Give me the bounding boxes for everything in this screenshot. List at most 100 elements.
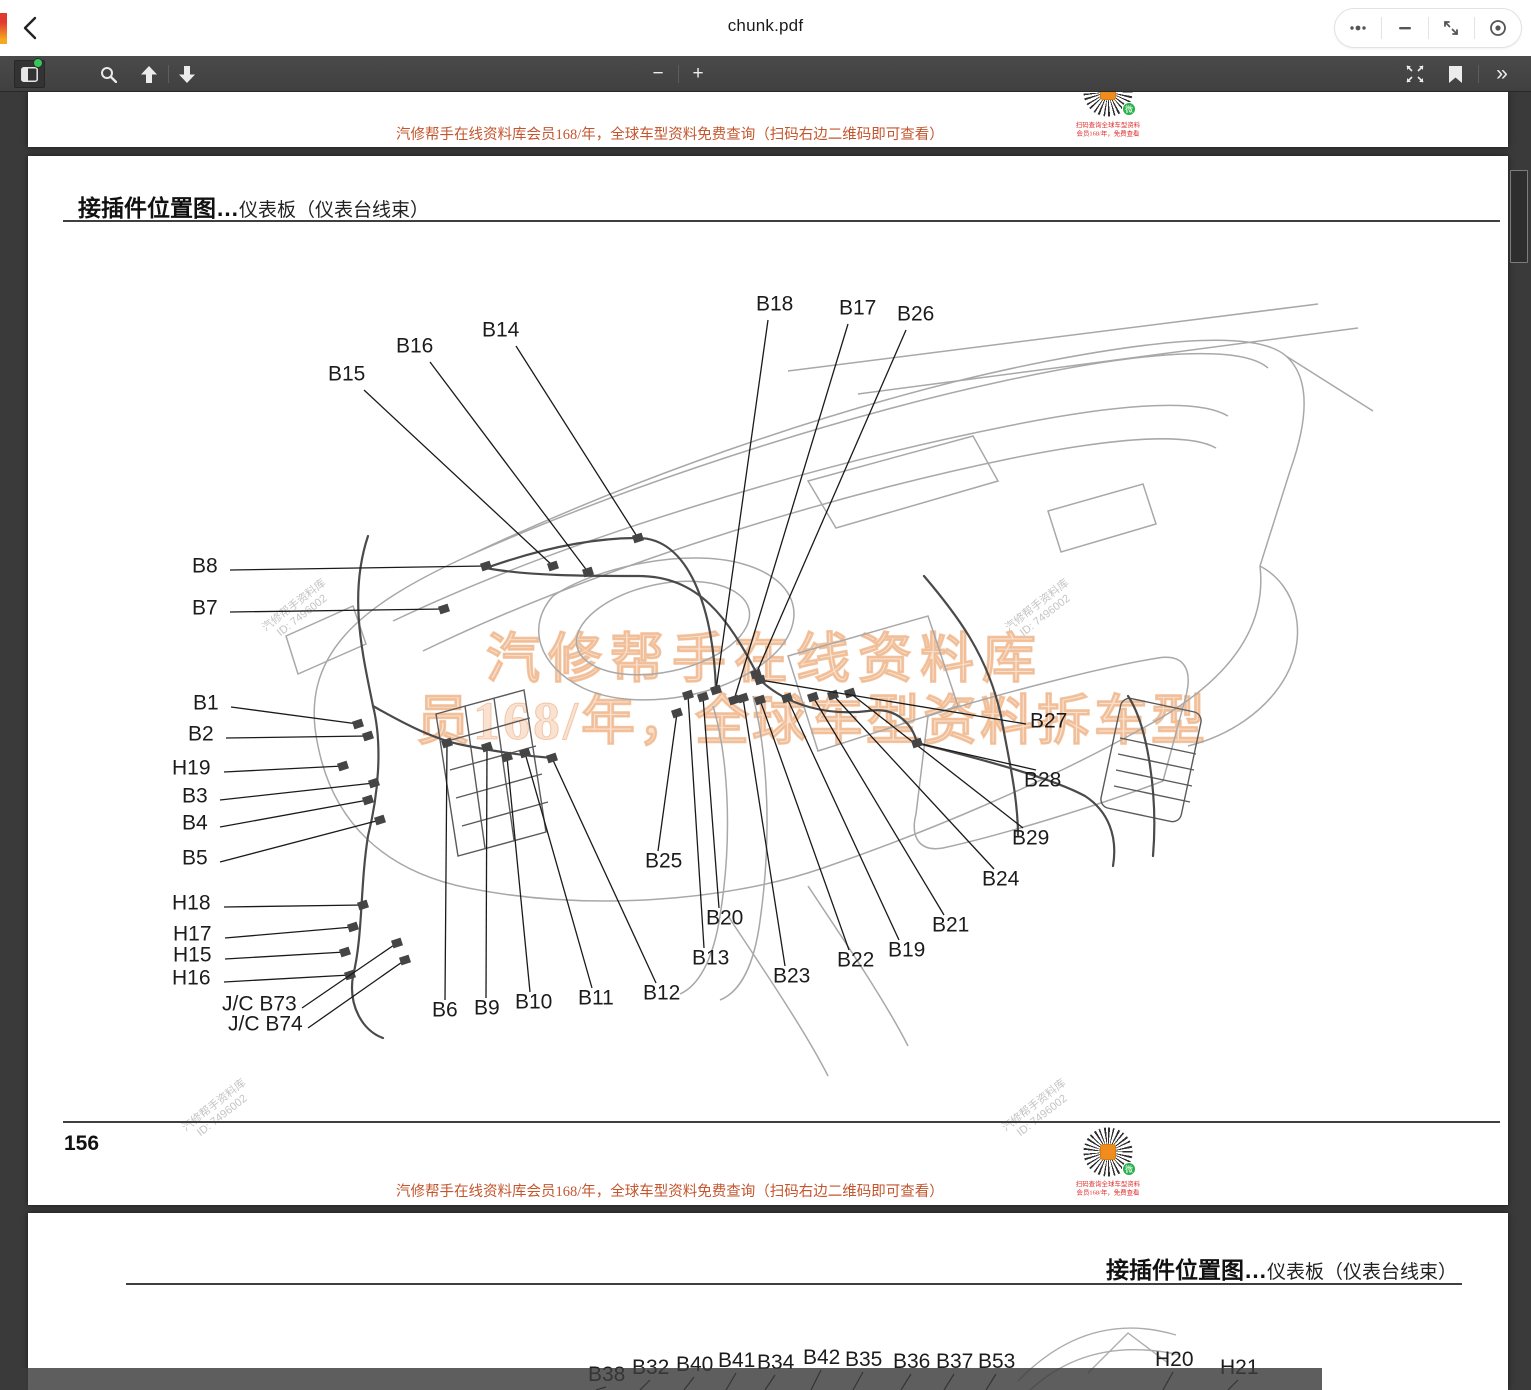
leader-line — [485, 746, 488, 999]
pdf-page-1: 汽修帮手在线资料库会员168/年，全球车型资料免费查询（扫码右边二维码即可查看）… — [28, 92, 1508, 147]
connector-mark — [362, 730, 374, 742]
leader-line — [759, 699, 850, 951]
zoom-in-button[interactable]: + — [684, 56, 712, 92]
connector-label: B5 — [182, 846, 208, 869]
more-tools-button[interactable]: » — [1486, 56, 1518, 92]
zoom-out-icon: − — [652, 63, 664, 84]
back-button[interactable] — [16, 13, 46, 43]
section-title: 接插件位置图…仪表板（仪表台线束） — [78, 189, 429, 223]
pdf-page-2: 接插件位置图…仪表板（仪表台线束） 汽修帮手在线资料库 员168/年，全球车型资… — [28, 156, 1508, 1205]
connector-mark — [519, 747, 531, 759]
divider — [1380, 17, 1382, 39]
leader-line — [444, 742, 448, 1001]
leader-line — [715, 319, 769, 691]
wechat-badge-icon: 微 — [1122, 102, 1136, 116]
connector-mark — [391, 937, 403, 949]
section-title-bold: 接插件位置图… — [78, 195, 239, 221]
connector-label: B26 — [897, 302, 934, 325]
connector-label: H19 — [172, 756, 211, 779]
connector-mark — [352, 718, 364, 730]
connector-mark — [671, 707, 683, 719]
connector-label: B18 — [756, 292, 793, 315]
connector-mark — [347, 921, 359, 933]
leader-line — [223, 904, 364, 908]
connector-label: B15 — [328, 362, 365, 385]
zoom-in-icon: + — [692, 63, 704, 84]
connector-label: B28 — [1024, 768, 1061, 791]
back-chevron-icon — [23, 16, 37, 40]
page-up-icon — [141, 65, 157, 83]
page-down-button[interactable] — [174, 56, 200, 92]
fullscreen-icon — [1406, 65, 1424, 83]
bottom-overlay-bar — [0, 1368, 1322, 1390]
connector-label: H16 — [172, 966, 211, 989]
connector-mark — [754, 674, 766, 686]
notification-dot — [33, 58, 43, 68]
connector-label: B1 — [193, 691, 219, 714]
connector-label: H15 — [173, 943, 212, 966]
connector-mark — [728, 694, 740, 706]
leader-line — [916, 742, 1037, 771]
leader-line — [687, 694, 705, 949]
leader-line — [363, 389, 554, 567]
connector-label: B23 — [773, 964, 810, 987]
app-titlebar: chunk.pdf — [0, 0, 1531, 56]
search-button[interactable] — [94, 56, 122, 92]
leader-line — [229, 608, 445, 613]
connector-mark — [339, 946, 351, 958]
connector-mark — [807, 691, 819, 703]
divider — [1474, 17, 1476, 39]
leader-line — [301, 942, 398, 1009]
connector-label: H17 — [173, 922, 212, 945]
connector-label: B13 — [692, 946, 729, 969]
qr-logo — [1100, 1144, 1116, 1160]
title-rule — [126, 1283, 1462, 1285]
scrollbar-thumb[interactable] — [1510, 170, 1528, 263]
section-title: 接插件位置图…仪表板（仪表台线束） — [1106, 1251, 1457, 1285]
minimize-icon[interactable] — [1388, 11, 1422, 45]
leader-line — [849, 692, 1024, 829]
connector-mark — [781, 692, 793, 704]
connector-mark — [754, 694, 766, 706]
leader-line — [551, 757, 657, 984]
connector-label: B25 — [645, 849, 682, 872]
section-title-bold: 接插件位置图… — [1105, 1257, 1267, 1283]
connector-mark — [697, 691, 709, 703]
connector-label: B4 — [182, 811, 208, 834]
restore-window-icon[interactable] — [1434, 11, 1468, 45]
ad-banner-text: 汽修帮手在线资料库会员168/年，全球车型资料免费查询（扫码右边二维码即可查看） — [396, 127, 944, 143]
page-up-button[interactable] — [136, 56, 162, 92]
page-down-icon — [179, 65, 195, 83]
page-number-label: 156 — [64, 1132, 100, 1155]
qr-code: 微 — [1082, 1126, 1136, 1178]
connector-label: B17 — [839, 296, 876, 319]
more-options-icon[interactable] — [1341, 11, 1375, 45]
connector-mark — [911, 737, 923, 749]
browser-logo-fragment — [0, 13, 7, 44]
presentation-mode-button[interactable] — [1400, 56, 1430, 92]
leader-line — [515, 345, 639, 539]
window-controls — [1334, 8, 1522, 48]
leader-line — [506, 756, 531, 993]
leader-line — [225, 735, 369, 739]
leader-line — [224, 926, 354, 939]
document-title: chunk.pdf — [727, 16, 804, 35]
search-icon — [100, 66, 117, 83]
bookmark-icon — [1448, 65, 1462, 83]
title-rule — [63, 220, 1500, 222]
zoom-out-button[interactable]: − — [644, 56, 672, 92]
connector-label: B14 — [482, 318, 520, 341]
leader-line — [786, 697, 900, 941]
footer-rule — [63, 1121, 1500, 1123]
bookmark-button[interactable] — [1441, 56, 1469, 92]
connector-label: B36 — [893, 1350, 931, 1373]
qr-caption: 扫码查询全球车型资料会员168/年，免费查看 — [1075, 121, 1141, 138]
connector-mark — [357, 899, 369, 911]
leader-line — [223, 765, 344, 773]
connector-label: B12 — [643, 981, 680, 1004]
connector-label: B35 — [845, 1348, 883, 1371]
sidebar-toggle-button[interactable] — [14, 60, 45, 88]
connector-label: B22 — [837, 948, 874, 971]
target-icon[interactable] — [1481, 11, 1515, 45]
